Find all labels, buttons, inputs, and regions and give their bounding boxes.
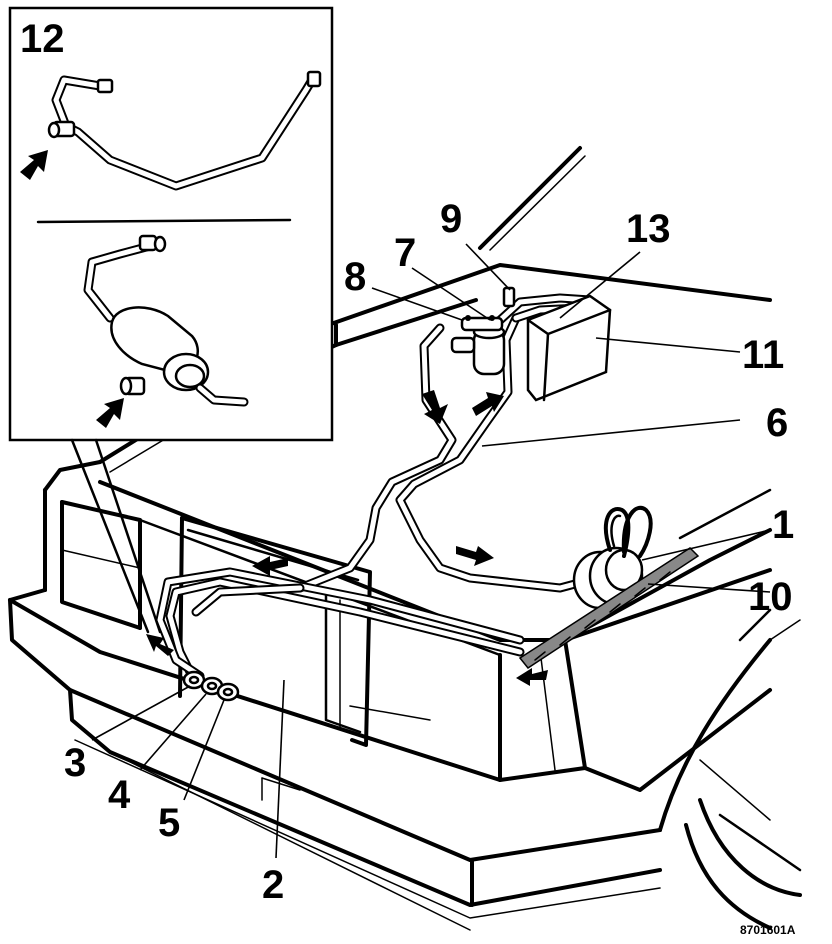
arrow-icon	[146, 634, 174, 656]
callout-2: 2	[262, 863, 284, 907]
callout-1: 1	[772, 503, 794, 547]
fuel-tank	[178, 516, 431, 747]
callout-4: 4	[108, 773, 131, 817]
callout-6: 6	[766, 401, 788, 445]
fuel-filter	[450, 286, 516, 376]
callout-11: 11	[742, 333, 784, 377]
line-connectors	[182, 670, 240, 702]
arrow-icon	[96, 398, 124, 428]
leader-lines	[91, 243, 771, 859]
callout-9: 9	[440, 197, 462, 241]
detail-inset	[8, 6, 334, 634]
arrow-icon	[456, 546, 494, 566]
fuel-pump	[518, 505, 700, 670]
canister	[526, 294, 612, 402]
callout-12: 12	[20, 17, 65, 61]
arrow-icon	[20, 150, 48, 180]
flow-arrows	[146, 390, 548, 686]
arrow-icon	[472, 392, 504, 416]
callout-8: 8	[344, 255, 366, 299]
arrow-icon	[516, 668, 548, 686]
arrow-icon	[422, 390, 448, 424]
arrow-icon	[252, 556, 288, 576]
callout-13: 13	[626, 207, 671, 251]
callout-3: 3	[64, 741, 86, 785]
figure-reference-code: 8701601A	[740, 923, 796, 937]
callout-7: 7	[394, 231, 416, 275]
callouts: 12 9 13 7 8 11 6 1 10 3 4 5 2 8701601A	[20, 17, 796, 937]
callout-5: 5	[158, 801, 180, 845]
callout-10: 10	[748, 575, 793, 619]
